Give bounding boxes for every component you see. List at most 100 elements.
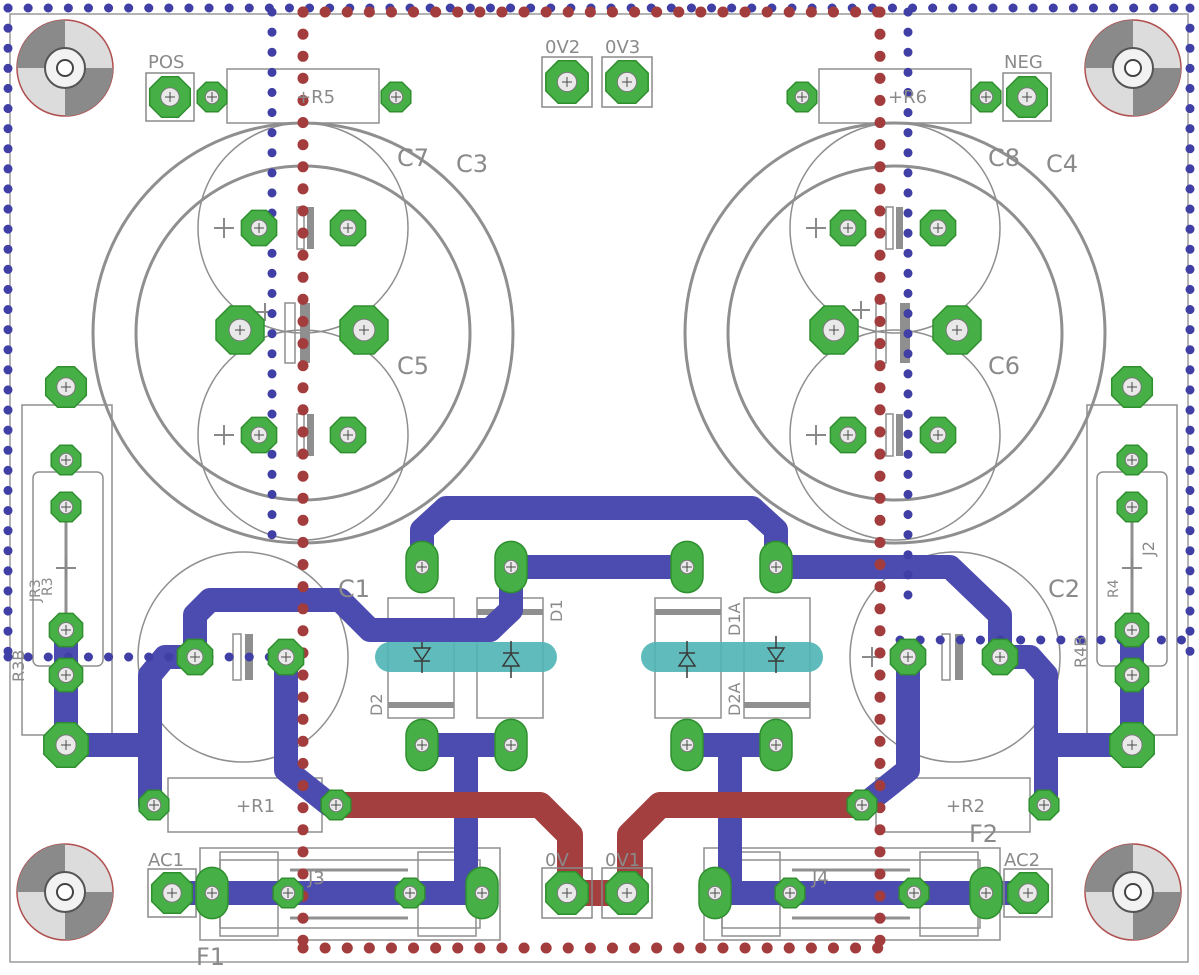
pad-icon <box>1116 491 1148 523</box>
pad-icon <box>698 866 732 920</box>
pad-icon <box>196 81 228 113</box>
label-f1: F1 <box>196 943 225 971</box>
pad-icon <box>759 540 793 594</box>
pad-icon <box>329 416 367 454</box>
label-ac2: AC2 <box>1004 850 1040 871</box>
label-d2a: D2A <box>725 683 744 717</box>
label-f2: F2 <box>969 820 998 848</box>
label-d1: D1 <box>547 600 566 623</box>
label-c2: C2 <box>1048 575 1080 603</box>
pad-icon <box>176 638 214 676</box>
pad-icon <box>215 305 265 355</box>
pad-icon <box>380 81 412 113</box>
label-d2: D2 <box>367 694 386 717</box>
label-0v3: 0V3 <box>605 37 640 58</box>
label-r3: R3 <box>40 577 56 596</box>
pad-icon <box>1114 612 1150 648</box>
pad-icon <box>932 305 982 355</box>
label-j3: J3 <box>307 868 325 889</box>
label-r1: +R1 <box>236 796 275 817</box>
pad-icon <box>786 81 818 113</box>
pad-icon <box>601 867 653 919</box>
label-r6: +R6 <box>888 87 927 108</box>
c1-outline <box>137 551 349 763</box>
label-0v: 0V <box>545 850 569 871</box>
pad-icon <box>394 877 426 909</box>
label-c3: C3 <box>456 150 488 178</box>
silkscreen-labels: POS NEG 0V2 0V3 +R5 +R6 C7 C3 C8 C4 C5 C… <box>9 37 1158 971</box>
pad-icon <box>969 866 1003 920</box>
pad-icon <box>405 540 439 594</box>
pad-icon <box>670 540 704 594</box>
pad-icon <box>339 305 389 355</box>
pad-icon <box>829 416 867 454</box>
pad-icon <box>541 56 593 108</box>
diode-symbol-icon <box>412 636 786 678</box>
label-pos: POS <box>148 52 184 73</box>
mounting-hole-icon <box>16 19 114 117</box>
label-0v2: 0V2 <box>545 37 580 58</box>
label-r4: R4 <box>1106 579 1122 598</box>
mounting-hole-icon <box>1084 19 1182 117</box>
pad-icon <box>465 866 499 920</box>
pad-icon <box>50 491 82 523</box>
pad-icon <box>829 209 867 247</box>
pad-icon <box>1002 72 1052 122</box>
pad-icon <box>1116 444 1148 476</box>
pad-icon <box>48 657 84 693</box>
pad-icon <box>48 612 84 648</box>
label-ac1: AC1 <box>148 850 184 871</box>
pad-icon <box>809 305 859 355</box>
label-j4: J4 <box>811 868 829 889</box>
pad-icon <box>1028 789 1060 821</box>
label-c1: C1 <box>338 575 370 603</box>
pad-icon <box>541 867 593 919</box>
pad-icon <box>494 540 528 594</box>
label-r4b: R4B <box>1071 636 1090 668</box>
pad-icon <box>898 877 930 909</box>
pad-icon <box>320 789 352 821</box>
label-d1a: D1A <box>725 603 744 637</box>
pad-icon <box>601 56 653 108</box>
label-jr3: JR3 <box>28 579 44 603</box>
pad-icon <box>272 877 304 909</box>
pad-icon <box>147 868 197 918</box>
pad-icon <box>670 718 704 772</box>
label-c7: C7 <box>397 144 429 172</box>
mounting-hole-icon <box>16 843 114 941</box>
label-r5: +R5 <box>296 87 335 108</box>
pad-icon <box>138 789 170 821</box>
pad-icon <box>267 638 305 676</box>
pad-icon <box>919 416 957 454</box>
plane-outlines <box>3 3 1195 954</box>
pad-icon <box>1114 657 1150 693</box>
pad-icon <box>759 718 793 772</box>
pad-icon <box>44 365 88 409</box>
label-c5: C5 <box>397 352 429 380</box>
pad-icon <box>970 81 1002 113</box>
c6-outline <box>726 164 1064 502</box>
pad-icon <box>43 722 89 768</box>
pad-icon <box>240 209 278 247</box>
pad-icon <box>1109 722 1155 768</box>
pad-icon <box>774 877 806 909</box>
label-0v1: 0V1 <box>605 850 640 871</box>
pad-icon <box>405 718 439 772</box>
label-c4: C4 <box>1046 150 1078 178</box>
label-r2: +R2 <box>946 796 985 817</box>
label-c8: C8 <box>988 144 1020 172</box>
pad-icon <box>846 789 878 821</box>
pad-icon <box>889 638 927 676</box>
label-j2: J2 <box>1139 541 1158 557</box>
label-c6: C6 <box>988 352 1020 380</box>
pad-icon <box>145 72 195 122</box>
c8b-outline <box>789 329 1001 541</box>
pad-icon <box>195 866 229 920</box>
c2-outline <box>849 551 1061 763</box>
pad-icon <box>494 718 528 772</box>
mounting-hole-icon <box>1084 843 1182 941</box>
pad-icon <box>50 444 82 476</box>
pad-icon <box>981 638 1019 676</box>
pad-icon <box>1003 868 1053 918</box>
